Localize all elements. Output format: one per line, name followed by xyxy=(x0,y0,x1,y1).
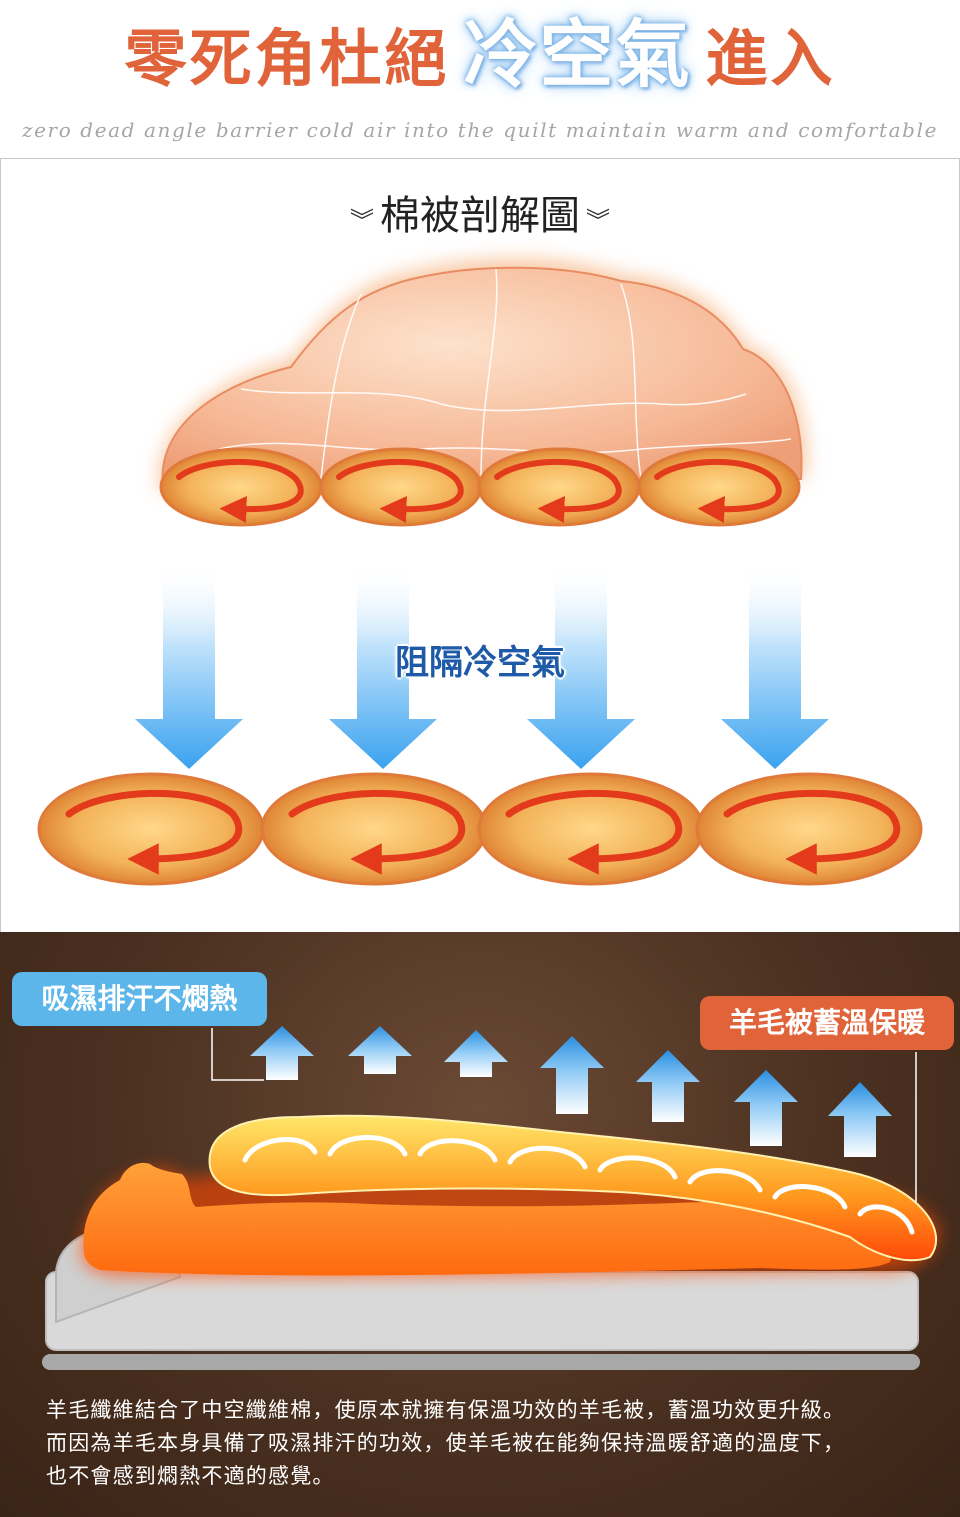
diagram-title: ︾棉被剖解圖︾ xyxy=(1,183,959,241)
barrier-cold-air-label: 阻隔冷空氣 xyxy=(395,643,565,683)
quilt-cross-section-diagram: ︾棉被剖解圖︾ 阻隔冷空氣 xyxy=(0,158,960,933)
quilt-diagram-illustration xyxy=(37,258,923,886)
chevron-down-icon: ︾ xyxy=(350,206,374,235)
wool-warmth-tag: 羊毛被蓄溫保暖 xyxy=(700,996,954,1050)
diagram-title-text: 棉被剖解圖 xyxy=(380,193,580,239)
quilt-air-circulation-arrows xyxy=(242,1135,915,1235)
description-line: 而因為羊毛本身具備了吸濕排汗的功效，使羊毛被在能夠保持溫暖舒適的溫度下， xyxy=(46,1431,846,1455)
headline-subtitle: zero dead angle barrier cold air into th… xyxy=(21,118,939,142)
moisture-wicking-tag: 吸濕排汗不燜熱 xyxy=(12,972,267,1026)
body-warmth-illustration-section: 吸濕排汗不燜熱 羊毛被蓄溫保暖 羊毛纖維結合了中空纖維棉，使原本就擁有保溫功效的… xyxy=(0,932,960,1517)
headline-cold-air: 冷空氣 xyxy=(463,12,692,98)
headline-warm-part-1: 零死角杜絕 xyxy=(124,22,450,95)
description-line: 羊毛纖維結合了中空纖維棉，使原本就擁有保溫功效的羊毛被，蓄溫功效更升級。 xyxy=(46,1398,846,1422)
header: 零死角杜絕冷空氣進入 zero dead angle barrier cold … xyxy=(0,0,960,160)
headline: 零死角杜絕冷空氣進入 xyxy=(0,12,960,102)
cold-air-blocked-arrows xyxy=(135,564,829,769)
top-quilt-pods xyxy=(159,447,801,527)
moisture-release-arrows xyxy=(250,1026,892,1157)
bottom-quilt-pods xyxy=(37,772,923,886)
chevron-down-icon: ︾ xyxy=(586,206,610,235)
headline-warm-part-2: 進入 xyxy=(705,22,836,95)
product-description: 羊毛纖維結合了中空纖維棉，使原本就擁有保溫功效的羊毛被，蓄溫功效更升級。 而因為… xyxy=(46,1394,926,1493)
description-line: 也不會感到燜熱不適的感覺。 xyxy=(46,1464,335,1488)
sleeping-body-illustration xyxy=(42,1026,940,1370)
